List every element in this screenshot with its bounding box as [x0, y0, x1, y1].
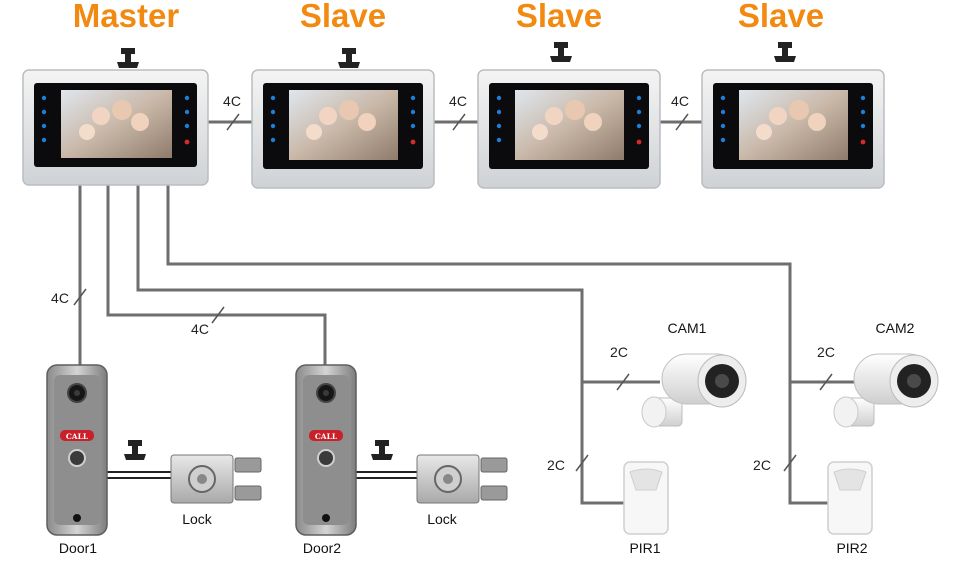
- screen-image: [61, 90, 172, 158]
- pir1-sensor: [623, 461, 669, 535]
- power-adapter-icon: [550, 42, 572, 62]
- pir-sensors: [623, 461, 873, 535]
- locks: [124, 440, 508, 504]
- label-lock1: Lock: [182, 511, 213, 527]
- title-slave-2: Slave: [516, 0, 602, 34]
- pir2-sensor: [827, 461, 873, 535]
- wire-ticks: [73, 113, 833, 472]
- label-cam1: CAM1: [668, 320, 707, 336]
- wire-label-pir2: 2C: [753, 457, 771, 473]
- power-adapter-icon: [371, 440, 393, 460]
- door-station-1: CALL: [46, 364, 108, 536]
- lock-1: [124, 440, 262, 504]
- power-adapter-icon: [124, 440, 146, 460]
- title-master: Master: [73, 0, 180, 34]
- wire-label-slave1-slave2: 4C: [449, 93, 467, 109]
- label-pir1: PIR1: [629, 540, 660, 556]
- monitor-slave-2: [477, 42, 661, 189]
- call-button: [317, 449, 335, 467]
- wire-label-slave2-slave3: 4C: [671, 93, 689, 109]
- screw-icon: [322, 514, 330, 522]
- label-lock2: Lock: [427, 511, 458, 527]
- cameras: [641, 353, 939, 428]
- monitors: [22, 42, 885, 189]
- power-adapter-icon: [338, 48, 360, 68]
- title-slave-3: Slave: [738, 0, 824, 34]
- power-adapter-icon: [117, 48, 139, 68]
- lens-icon: [715, 374, 729, 388]
- call-button: [68, 449, 86, 467]
- screw-icon: [73, 514, 81, 522]
- wire-label-master-slave1: 4C: [223, 93, 241, 109]
- screen-image: [289, 90, 398, 160]
- call-label-2: CALL: [315, 432, 338, 441]
- monitor-slave-3: [701, 42, 885, 189]
- label-door2: Door2: [303, 540, 341, 556]
- wire-label-cam2: 2C: [817, 344, 835, 360]
- cam2-bullet-camera: [833, 353, 939, 428]
- label-door1: Door1: [59, 540, 97, 556]
- lens-icon: [907, 374, 921, 388]
- power-adapter-icon: [774, 42, 796, 62]
- label-pir2: PIR2: [836, 540, 867, 556]
- call-label-1: CALL: [66, 432, 89, 441]
- label-cam2: CAM2: [876, 320, 915, 336]
- screen-image: [515, 90, 624, 160]
- monitor-slave-1: [251, 48, 435, 189]
- wire-label-door2: 4C: [191, 321, 209, 337]
- door-panels: CALL CALL: [46, 364, 357, 536]
- wire-lines: [78, 120, 856, 505]
- screen-image: [739, 90, 848, 160]
- monitor-master: [22, 48, 209, 186]
- wire-label-cam1: 2C: [610, 344, 628, 360]
- wire-label-pir1: 2C: [547, 457, 565, 473]
- lock-2: [371, 440, 508, 504]
- door-station-2: CALL: [295, 364, 357, 536]
- wire-label-door1: 4C: [51, 290, 69, 306]
- cam1-bullet-camera: [641, 353, 747, 428]
- title-slave-1: Slave: [300, 0, 386, 34]
